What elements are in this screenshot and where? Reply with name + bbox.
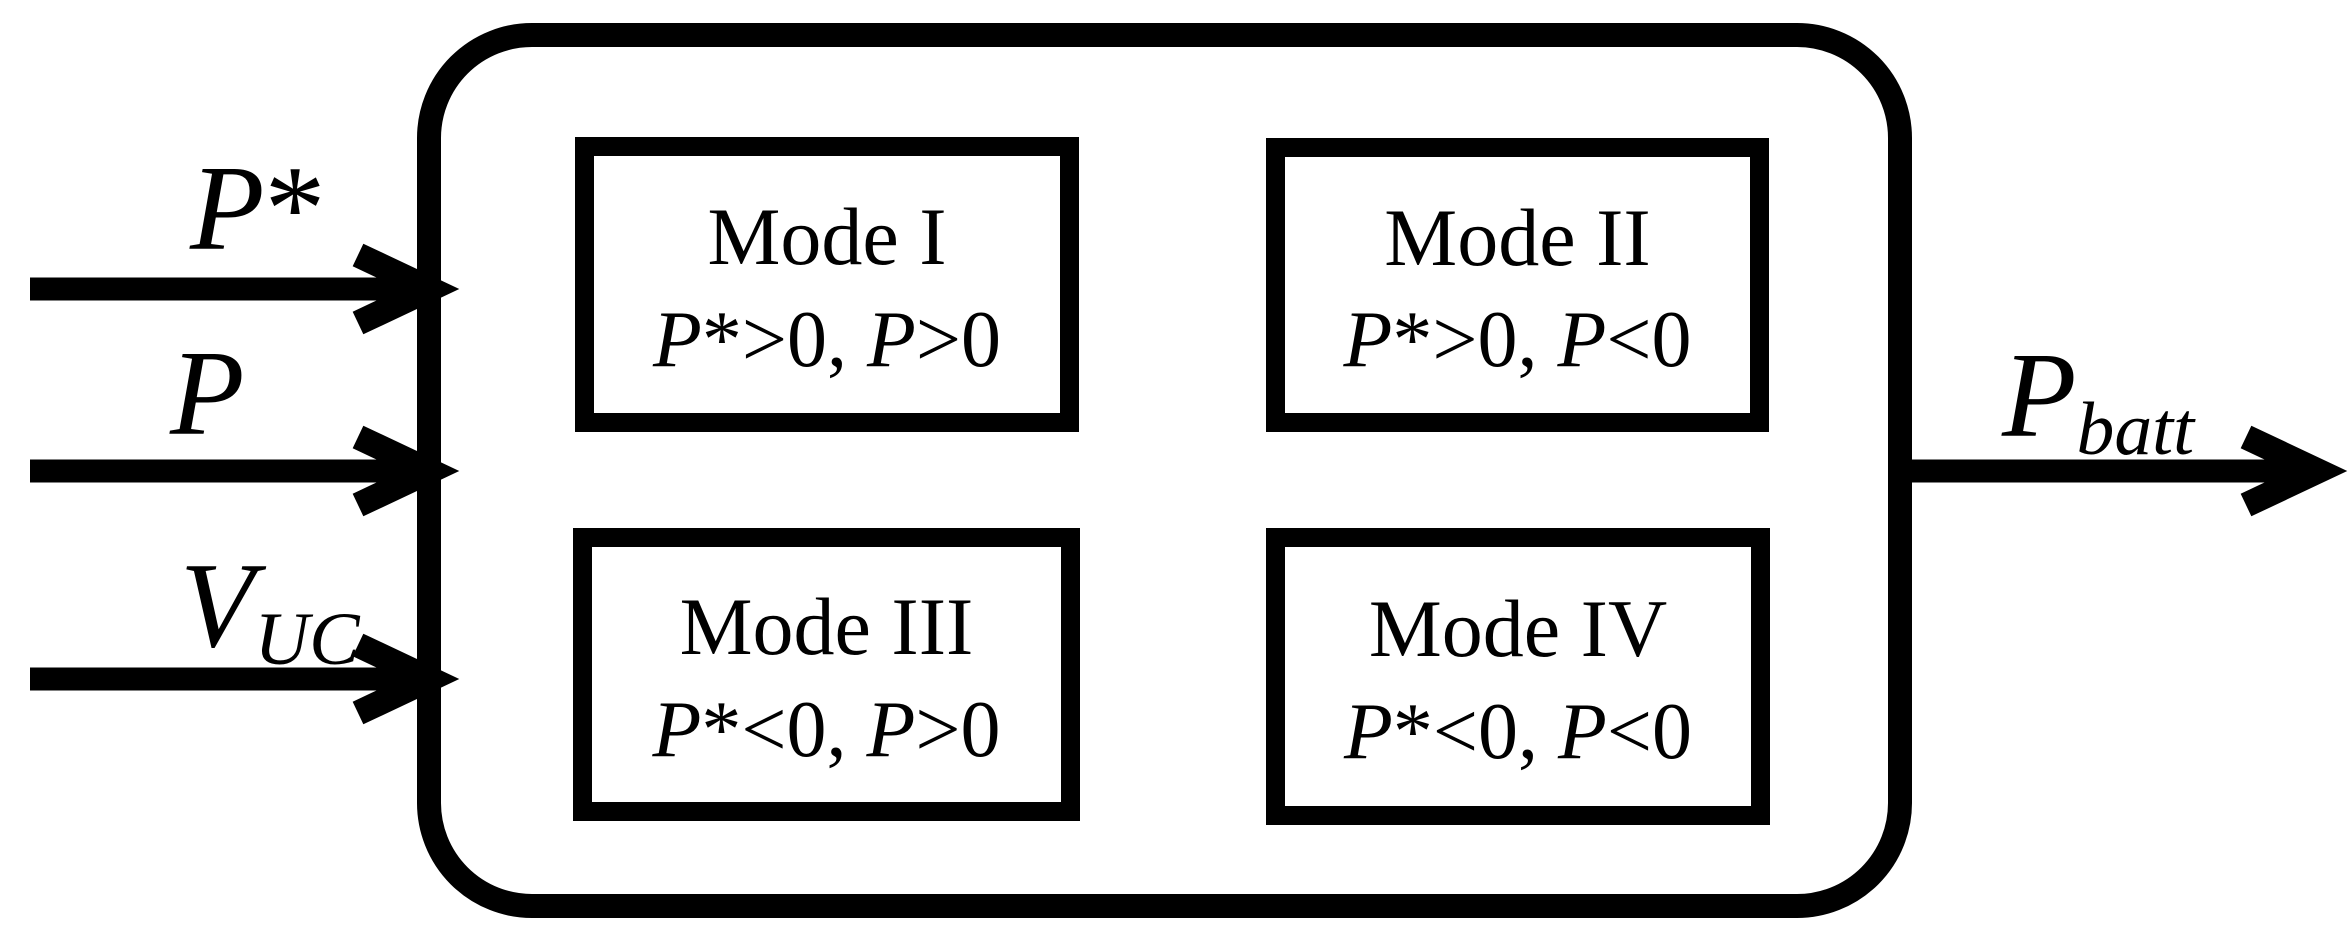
mode-box-3: Mode III P*<0, P>0 (573, 528, 1080, 821)
mode-box-1: Mode I P*>0, P>0 (575, 137, 1079, 432)
mode-1-title: Mode I (707, 191, 947, 283)
input-label-p: P (170, 326, 245, 461)
output-label-pbatt: Pbatt (2002, 328, 2195, 472)
mode-box-2: Mode II P*>0, P<0 (1266, 138, 1769, 432)
mode-1-condition: P*>0, P>0 (653, 295, 1001, 384)
mode-box-4: Mode IV P*<0, P<0 (1266, 528, 1770, 825)
mode-3-title: Mode III (679, 581, 974, 673)
mode-2-condition: P*>0, P<0 (1343, 296, 1692, 385)
mode-4-title: Mode IV (1368, 583, 1668, 675)
input-label-vuc: VUC (180, 538, 360, 682)
mode-2-title: Mode II (1384, 191, 1651, 283)
mode-3-condition: P*<0, P>0 (652, 685, 1001, 774)
input-label-p-star: P* (190, 141, 326, 276)
mode-4-condition: P*<0, P<0 (1344, 687, 1692, 776)
